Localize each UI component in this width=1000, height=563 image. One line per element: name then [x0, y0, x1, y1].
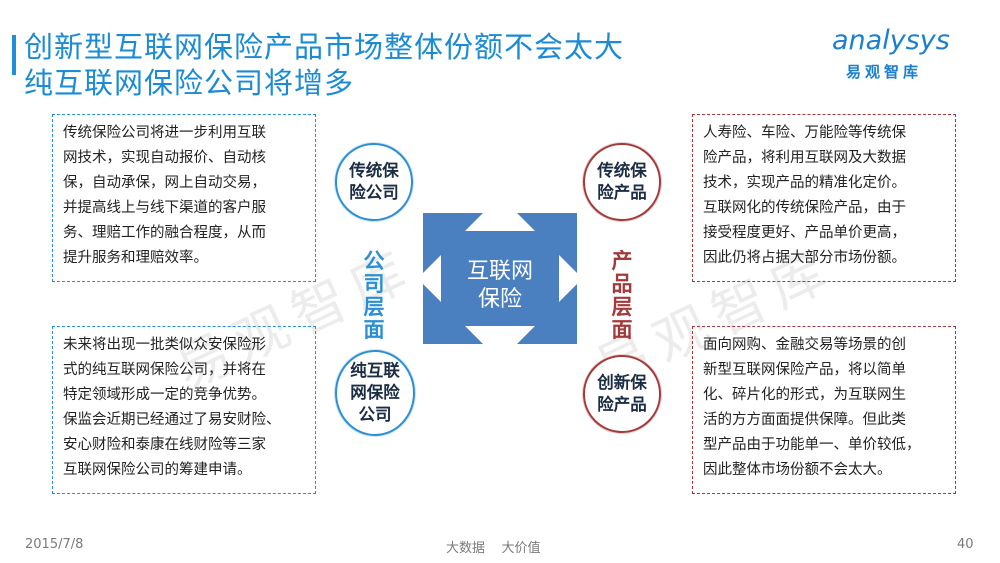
box-line: 技术，实现产品的精准化定价。 [703, 175, 906, 191]
box-traditional-product: 人寿险、车险、万能险等传统保 险产品，将利用互联网及大数据 技术，实现产品的精准… [692, 114, 956, 282]
vertical-char: 面 [363, 318, 385, 342]
box-line: 人寿险、车险、万能险等传统保 [703, 125, 906, 141]
vertical-char: 司 [363, 272, 385, 296]
vertical-char: 层 [363, 295, 385, 319]
box-line: 网技术，实现自动报价、自动核 [63, 150, 266, 166]
box-line: 互联网保险公司的筹建申请。 [63, 462, 252, 478]
center-label-line2: 保险 [477, 287, 522, 312]
vertical-char: 层 [611, 295, 633, 319]
vertical-label-product-level: 产 品 层 面 [610, 250, 634, 342]
vertical-char: 品 [611, 272, 633, 296]
center-label-line1: 互联网 [466, 259, 533, 284]
box-line: 新型互联网保险产品，将以简单 [703, 362, 906, 378]
box-line: 传统保险公司将进一步利用互联 [63, 125, 266, 141]
box-line: 未来将出现一批类似众安保险形 [63, 337, 266, 353]
vertical-char: 面 [611, 318, 633, 342]
circle-pure-internet-insurer: 纯互联 网保险 公司 [335, 350, 415, 436]
box-line: 保监会近期已经通过了易安财险、 [63, 412, 281, 428]
box-line: 特定领域形成一定的竞争优势。 [63, 387, 266, 403]
box-line: 面向网购、金融交易等场景的创 [703, 337, 906, 353]
box-line: 活的方方面面提供保障。但此类 [703, 412, 906, 428]
box-line: 式的纯互联网保险公司，并将在 [63, 362, 266, 378]
box-pure-internet-insurer: 未来将出现一批类似众安保险形 式的纯互联网保险公司，并将在 特定领域形成一定的竞… [52, 326, 316, 494]
box-line: 因此仍将占据大部分市场份额。 [703, 250, 906, 266]
vertical-char: 公 [363, 249, 385, 273]
box-line: 并提高线上与线下渠道的客户服 [63, 200, 266, 216]
circle-innovative-product: 创新保 险产品 [583, 355, 661, 433]
box-line: 险产品，将利用互联网及大数据 [703, 150, 906, 166]
circle-text: 险产品 [597, 183, 647, 202]
circle-text: 纯互联 [350, 361, 400, 380]
circle-text: 险公司 [349, 183, 399, 202]
circle-text: 传统保 [597, 161, 647, 180]
page-number: 40 [957, 537, 974, 552]
title-accent-bar [12, 35, 16, 75]
logo-subtitle: 易观智库 [846, 63, 923, 81]
vertical-char: 产 [611, 249, 633, 273]
circle-text: 传统保 [349, 161, 399, 180]
box-line: 安心财险和泰康在线财险等三家 [63, 437, 266, 453]
circle-text: 网保险 [350, 383, 400, 402]
box-line: 务、理赔工作的融合程度，从而 [63, 225, 266, 241]
box-line: 保，自动承保，网上自动交易， [63, 175, 266, 191]
box-line: 型产品由于功能单一、单价较低， [703, 437, 921, 453]
box-line: 化、碎片化的形式，为互联网生 [703, 387, 906, 403]
page-title-line1: 创新型互联网保险产品市场整体份额不会太大 [24, 30, 625, 64]
logo-text: analysys [832, 25, 950, 56]
circle-traditional-insurer: 传统保 险公司 [335, 143, 413, 221]
box-line: 接受程度更好、产品单价更高， [703, 225, 906, 241]
circle-text: 公司 [358, 405, 392, 424]
footer-date: 2015/7/8 [25, 537, 84, 552]
box-line: 互联网化的传统保险产品，由于 [703, 200, 906, 216]
box-line: 提升服务和理赔效率。 [63, 250, 208, 266]
box-line: 因此整体市场份额不会太大。 [703, 462, 892, 478]
center-label: 互联网 保险 [455, 258, 545, 314]
box-traditional-insurer: 传统保险公司将进一步利用互联 网技术，实现自动报价、自动核 保，自动承保，网上自… [52, 114, 316, 282]
circle-text: 险产品 [597, 395, 647, 414]
box-innovative-product: 面向网购、金融交易等场景的创 新型互联网保险产品，将以简单 化、碎片化的形式，为… [692, 326, 956, 494]
footer-slogan: 大数据 大价值 [446, 541, 541, 556]
page-title-line2: 纯互联网保险公司将增多 [24, 66, 355, 100]
circle-traditional-product: 传统保 险产品 [583, 143, 661, 221]
vertical-label-company-level: 公 司 层 面 [362, 250, 386, 342]
circle-text: 创新保 [597, 373, 647, 392]
